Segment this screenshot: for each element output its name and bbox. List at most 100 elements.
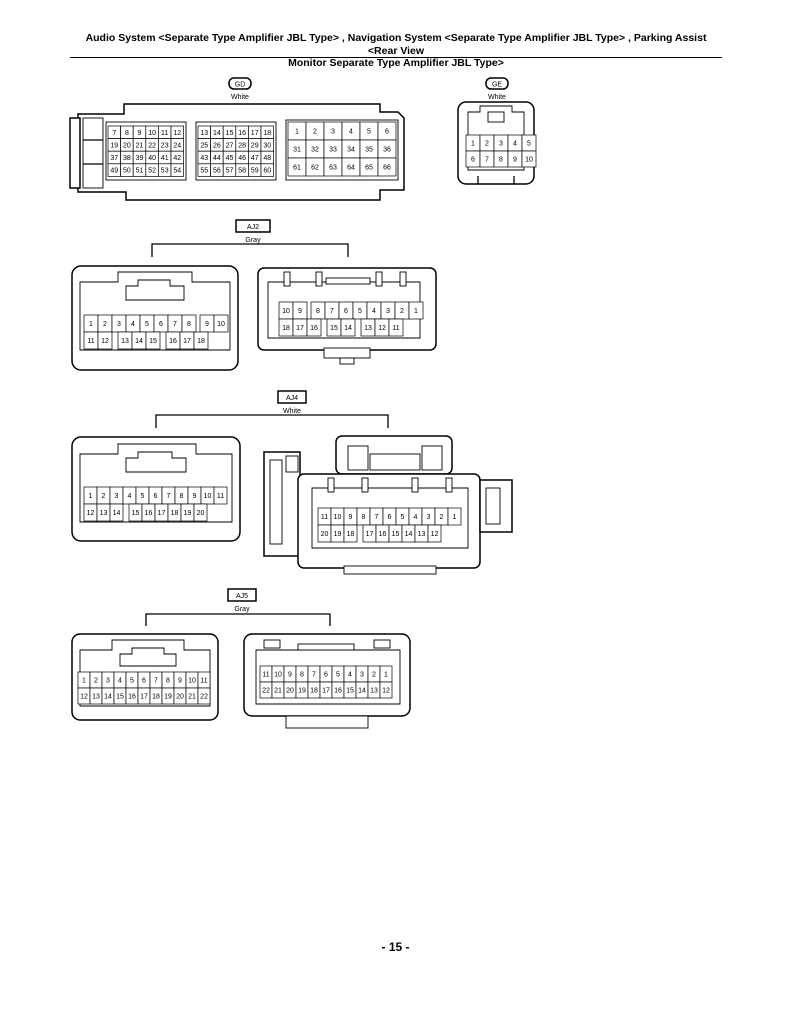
pin-label: 11	[87, 338, 94, 345]
pin-label: 16	[334, 688, 342, 695]
pin-cell	[447, 507, 462, 526]
pin-label: 60	[263, 168, 271, 175]
pin-cell	[388, 318, 404, 337]
pin-label: 18	[347, 531, 355, 538]
pin-label: 19	[334, 531, 342, 538]
pin-label: 17	[183, 338, 191, 345]
page-title: Audio System <Separate Type Amplifier JB…	[70, 32, 722, 70]
pin-label: 24	[173, 142, 181, 149]
ge-code-badge	[485, 77, 509, 90]
pin-label: 4	[348, 672, 352, 679]
pin-label: 13	[370, 688, 378, 695]
pin-label: 16	[238, 130, 246, 137]
pin-label: 62	[311, 165, 319, 172]
pin-label: 7	[112, 130, 116, 137]
pin-label: 13	[100, 510, 108, 517]
pin-label: 2	[103, 321, 107, 328]
pin-label: 20	[176, 694, 184, 701]
pin-label: 46	[238, 155, 246, 162]
pin-label: 23	[161, 142, 169, 149]
pin-label: 22	[262, 688, 270, 695]
pin-label: 31	[293, 147, 301, 154]
aj5-code: AJ5	[236, 593, 248, 600]
pin-label: 10	[334, 514, 342, 521]
pin-label: 7	[312, 672, 316, 679]
gd-code: GD	[235, 82, 246, 89]
pin-label: 2	[372, 672, 376, 679]
pin-label: 17	[158, 510, 166, 517]
aj2-code: AJ2	[247, 224, 259, 231]
pin-label: 6	[154, 493, 158, 500]
pin-label: 38	[123, 155, 131, 162]
pin-cell	[97, 331, 113, 350]
pin-label: 1	[414, 308, 418, 315]
pin-label: 7	[173, 321, 177, 328]
pin-label: 3	[115, 493, 119, 500]
pin-label: 1	[453, 514, 457, 521]
pin-cell	[145, 331, 161, 350]
pin-label: 10	[204, 493, 212, 500]
aj5-code-box	[227, 588, 257, 602]
pin-label: 18	[171, 510, 179, 517]
aj5-color: Gray	[234, 606, 250, 613]
pin-label: 7	[375, 514, 379, 521]
pin-label: 43	[200, 155, 208, 162]
pin-label: 3	[360, 672, 364, 679]
pin-label: 49	[110, 168, 118, 175]
pin-label: 1	[82, 678, 86, 685]
pin-label: 12	[173, 130, 181, 137]
pin-label: 20	[286, 688, 294, 695]
pin-label: 7	[330, 308, 334, 315]
pin-label: 12	[431, 531, 439, 538]
pin-label: 11	[321, 514, 328, 521]
pin-label: 12	[378, 325, 386, 332]
pin-label: 10	[274, 672, 282, 679]
pin-label: 12	[80, 694, 88, 701]
pin-label: 64	[347, 165, 355, 172]
pin-cell	[193, 331, 209, 350]
aj4-color: White	[283, 408, 301, 415]
pin-cell	[170, 163, 184, 177]
pin-cell	[109, 503, 124, 522]
pin-label: 5	[367, 129, 371, 136]
pin-label: 13	[364, 325, 372, 332]
pin-label: 9	[288, 672, 292, 679]
pin-label: 17	[140, 694, 148, 701]
pin-cell	[340, 318, 356, 337]
pin-label: 12	[382, 688, 390, 695]
pin-label: 1	[89, 493, 93, 500]
pin-label: 52	[148, 168, 156, 175]
pin-label: 5	[141, 493, 145, 500]
pin-label: 34	[347, 147, 355, 154]
pin-label: 6	[385, 129, 389, 136]
pin-label: 55	[200, 168, 208, 175]
pin-label: 14	[344, 325, 352, 332]
pin-label: 17	[322, 688, 330, 695]
pin-label: 9	[298, 308, 302, 315]
pin-label: 36	[383, 147, 391, 154]
pin-label: 6	[471, 157, 475, 164]
pin-label: 16	[379, 531, 387, 538]
pin-label: 10	[282, 308, 290, 315]
pin-label: 20	[197, 510, 205, 517]
pin-label: 32	[311, 147, 319, 154]
pin-cell	[197, 687, 211, 705]
pin-label: 40	[148, 155, 156, 162]
pin-cell	[343, 524, 358, 543]
pin-cell	[193, 503, 208, 522]
pin-cell	[408, 301, 424, 320]
pin-label: 18	[263, 130, 271, 137]
pin-label: 56	[213, 168, 221, 175]
pin-label: 6	[159, 321, 163, 328]
pin-label: 10	[525, 157, 533, 164]
pin-label: 11	[217, 493, 224, 500]
pin-label: 16	[169, 338, 177, 345]
